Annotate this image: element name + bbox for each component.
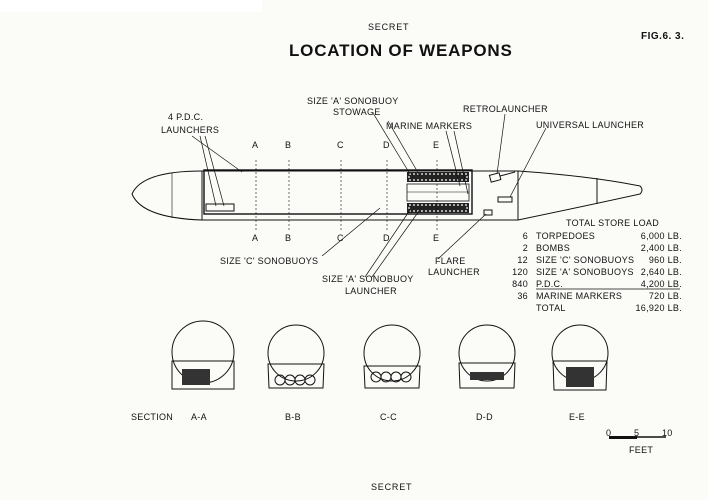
section-letter-bottom-a: A: [252, 233, 259, 243]
section-name-e: E-E: [569, 412, 585, 422]
store-qty-5: 840: [512, 279, 528, 289]
section-label: SECTION: [131, 412, 174, 422]
section-letter-bottom-b: B: [285, 233, 292, 243]
sonobuoy-a-launcher-rack: [407, 203, 469, 213]
store-weight-4: 2,640 LB.: [640, 267, 682, 277]
pdc-launchers-label-1: 4 P.D.C.: [168, 112, 204, 122]
scale-tick-5: 5: [634, 428, 640, 438]
flare-launcher: [483, 209, 493, 216]
store-total-label: TOTAL: [536, 303, 566, 313]
section-name-a: A-A: [191, 412, 207, 422]
section-letter-top-e: E: [433, 140, 440, 150]
sonobuoy-a-launcher-label-2: LAUNCHER: [345, 286, 397, 296]
store-qty-6: 36: [517, 291, 528, 301]
store-qty-4: 120: [512, 267, 528, 277]
section-letter-top-c: C: [337, 140, 344, 150]
store-weight-1: 6,000 LB.: [640, 231, 682, 241]
section-name-b: B-B: [285, 412, 301, 422]
store-item-5: P.D.C.: [536, 279, 564, 289]
store-weight-5: 4,200 LB.: [640, 279, 682, 289]
scale-tick-10: 10: [662, 428, 673, 438]
section-letter-bottom-c: C: [337, 233, 344, 243]
flare-launcher-label-1: FLARE: [435, 256, 466, 266]
sonobuoy-a-launcher-label-1: SIZE 'A' SONOBUOY: [322, 274, 414, 284]
pdc-launcher-block: [205, 203, 235, 212]
classification-top: SECRET: [368, 22, 410, 32]
section-letter-top-a: A: [252, 140, 259, 150]
scan-margin: [0, 0, 262, 12]
store-item-4: SIZE 'A' SONOBUOYS: [536, 267, 634, 277]
section-name-c: C-C: [380, 412, 397, 422]
universal-launcher-label: UNIVERSAL LAUNCHER: [536, 120, 645, 130]
retrolauncher-label: RETROLAUNCHER: [463, 104, 548, 114]
store-total-weight: 16,920 LB.: [635, 303, 682, 313]
scale-tick-0: 0: [606, 428, 612, 438]
sonobuoy-a-stowage-label-1: SIZE 'A' SONOBUOY: [307, 96, 399, 106]
pdc-launchers-label-2: LAUNCHERS: [161, 125, 220, 135]
section-letter-bottom-d: D: [383, 233, 390, 243]
section-name-d: D-D: [476, 412, 493, 422]
marine-markers-label: MARINE MARKERS: [386, 121, 473, 131]
store-qty-3: 12: [517, 255, 528, 265]
store-load-title: TOTAL STORE LOAD: [566, 218, 659, 228]
retrolauncher: [488, 172, 502, 183]
section-letter-bottom-e: E: [433, 233, 440, 243]
store-weight-3: 960 LB.: [648, 255, 682, 265]
universal-launcher: [497, 196, 513, 203]
classification-bottom: SECRET: [371, 482, 413, 492]
section-letter-top-b: B: [285, 140, 292, 150]
store-item-2: BOMBS: [536, 243, 571, 253]
sonobuoys-c-label: SIZE 'C' SONOBUOYS: [220, 256, 319, 266]
weapons-bay: [203, 169, 473, 215]
store-qty-2: 2: [522, 243, 528, 253]
scale-unit: FEET: [629, 445, 654, 455]
store-weight-2: 2,400 LB.: [640, 243, 682, 253]
figure-number: FIG.6. 3.: [641, 31, 685, 42]
store-weight-6: 720 LB.: [648, 291, 682, 301]
store-qty-1: 6: [522, 231, 528, 241]
store-item-1: TORPEDOES: [536, 231, 596, 241]
store-item-6: MARINE MARKERS: [536, 291, 623, 301]
sonobuoy-a-stowage-rack: [407, 172, 469, 182]
sonobuoy-a-stowage-label-2: STOWAGE: [333, 107, 381, 117]
hull-outline: [131, 170, 643, 221]
page-title: LOCATION OF WEAPONS: [289, 41, 513, 60]
store-item-3: SIZE 'C' SONOBUOYS: [536, 255, 635, 265]
flare-launcher-label-2: LAUNCHER: [428, 267, 480, 277]
section-letter-top-d: D: [383, 140, 390, 150]
